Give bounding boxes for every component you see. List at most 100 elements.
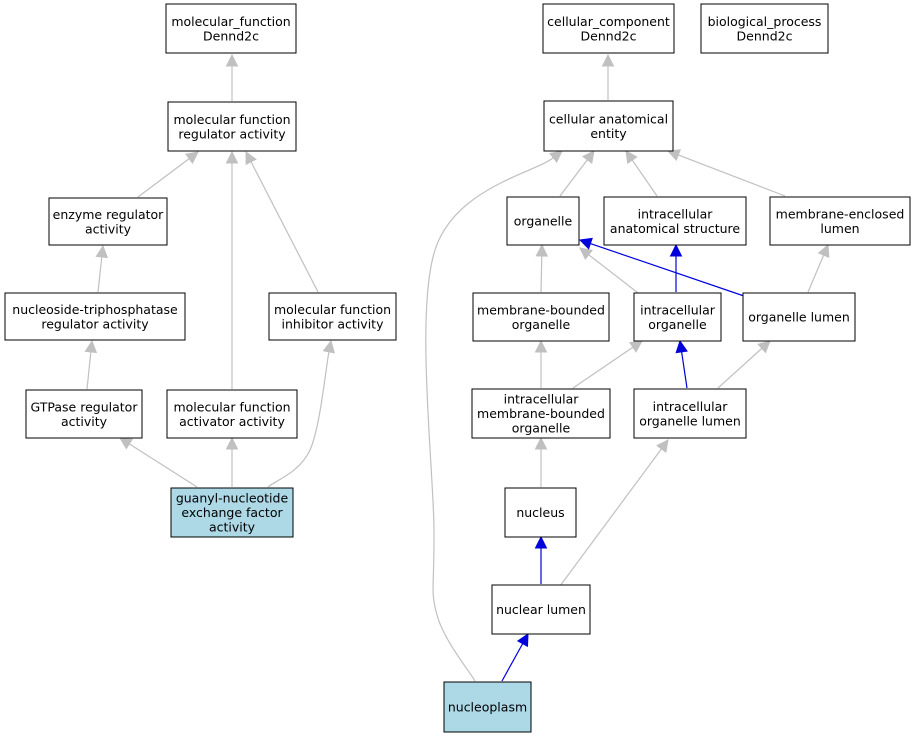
node-label-line: organelle lumen [639, 413, 741, 428]
edge-arrowhead [225, 150, 239, 164]
edge-line [97, 256, 103, 293]
edge-gtpase_reg-to-ntp_reg [84, 339, 98, 390]
node-label-line: intracellular [653, 399, 729, 414]
node-label-line: activator activity [179, 414, 285, 429]
node-label-line: Dennd2c [581, 28, 637, 43]
node-label-line: enzyme regulator [53, 207, 165, 222]
edge-arrowhead [666, 149, 681, 162]
edge-arrowhead [817, 243, 830, 259]
node-box [603, 196, 747, 246]
node-np[interactable]: nucleoplasm [443, 681, 532, 733]
node-label-line: membrane-bounded [477, 302, 605, 317]
edge-io-to-ias [669, 243, 683, 292]
edge-mf_reg-to-mf_root [225, 53, 239, 101]
edge-nl-to-nucleus [534, 535, 548, 584]
edge-iol-to-io [675, 339, 688, 389]
edge-imbo-to-io [572, 340, 643, 389]
node-label-line: molecular function [173, 399, 290, 414]
edge-gnef-to-gtpase_reg [119, 437, 198, 488]
edge-ol-to-organelle [578, 237, 745, 297]
node-label-line: GTPase regulator [31, 399, 139, 414]
edge-line [559, 159, 588, 197]
edge-line [250, 161, 319, 293]
node-label-line: lumen [820, 221, 859, 236]
node-ol[interactable]: organelle lumen [742, 292, 856, 342]
edge-ntp_reg-to-enzyme_reg [95, 244, 109, 293]
node-box [472, 292, 610, 342]
edge-enzyme_reg-to-mf_reg [137, 151, 199, 198]
edge-arrowhead [757, 340, 771, 354]
node-label-line: activity [85, 221, 132, 236]
node-label-line: nucleoside-triphosphatase [12, 302, 178, 317]
edge-arrowhead [322, 339, 336, 354]
edge-arrowhead [95, 244, 109, 259]
node-nucleus[interactable]: nucleus [504, 487, 577, 538]
edge-arrowhead [534, 436, 548, 450]
edge-arrowhead [535, 243, 549, 257]
node-label-line: anatomical structure [610, 221, 740, 236]
edge-line [717, 347, 763, 389]
edge-arrowhead [119, 437, 134, 450]
node-box [25, 389, 143, 439]
edge-line [425, 157, 554, 682]
edge-line [86, 351, 92, 390]
node-label-line: inhibitor activity [282, 316, 385, 331]
node-label-line: molecular function [173, 112, 290, 127]
node-box [543, 100, 674, 152]
node-label-line: membrane-enclosed [776, 206, 905, 221]
node-box [491, 584, 591, 635]
node-box [471, 388, 611, 439]
edge-arrowhead [84, 339, 98, 354]
edge-arrowhead [225, 53, 239, 67]
node-organelle[interactable]: organelle [506, 196, 580, 246]
edge-arrowhead [656, 439, 669, 453]
edge-line [678, 154, 786, 197]
node-label-line: entity [590, 126, 627, 141]
node-box [633, 388, 747, 439]
node-label-line: intracellular [638, 206, 714, 221]
node-label-line: exchange factor [181, 505, 283, 520]
node-nl[interactable]: nuclear lumen [491, 584, 591, 635]
edge-arrowhead [601, 53, 615, 67]
node-box [633, 292, 722, 342]
edge-mf_inhib-to-mf_reg [245, 151, 319, 293]
node-label-line: intracellular [504, 392, 580, 407]
edge-line [128, 443, 198, 488]
edge-arrowhead [582, 150, 595, 164]
edge-arrowhead [534, 535, 548, 549]
edge-arrowhead [534, 339, 548, 353]
node-label-line: molecular_function [171, 14, 290, 29]
edge-line [681, 351, 688, 389]
node-label-line: organelle [648, 317, 707, 332]
edge-arrowhead [549, 150, 563, 164]
edge-mel-to-cae [666, 149, 786, 197]
node-box [700, 3, 829, 54]
edge-nl-to-iol [559, 439, 669, 587]
node-box [170, 487, 294, 538]
node-box [4, 292, 186, 341]
edge-ol-to-mel [807, 243, 830, 293]
node-box [769, 196, 911, 246]
edge-line [540, 255, 543, 293]
edge-line [588, 254, 643, 297]
node-label-line: Dennd2c [737, 28, 793, 43]
edge-imbo-to-mbo [534, 339, 548, 388]
edge-mf_activ-to-mf_reg [225, 150, 239, 389]
